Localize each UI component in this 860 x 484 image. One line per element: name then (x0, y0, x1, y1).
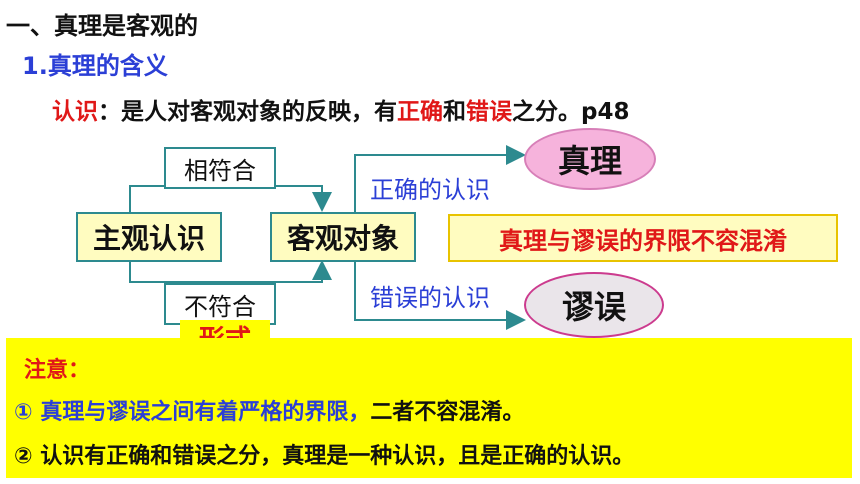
correct-branch (354, 145, 526, 212)
wrong-branch (354, 258, 526, 330)
note-point-2: ② 认识有正确和错误之分，真理是一种认识，且是正确的认识。 (14, 444, 635, 469)
match-label: 相符合 (164, 147, 276, 189)
definition-text-2: 之分。p48 (512, 99, 630, 125)
mismatch-path (129, 258, 332, 283)
section-heading: 一、真理是客观的 (6, 12, 198, 40)
mismatch-label: 不符合 (164, 283, 276, 325)
note-point-1-black: 二者不容混淆。 (370, 400, 525, 425)
correct-cognition-label: 正确的认识 (370, 176, 490, 204)
definition-line: 认识：是人对客观对象的反映，有正确和错误之分。p48 (52, 92, 629, 126)
definition-and: 和 (443, 99, 466, 125)
definition-text-1: ：是人对客观对象的反映，有 (98, 99, 397, 125)
note-point-1: ① 真理与谬误之间有着严格的界限，二者不容混淆。 (14, 394, 524, 426)
note-title: 注意： (24, 358, 91, 383)
wrong-cognition-label: 错误的认识 (370, 284, 490, 312)
note-point-1-blue: 真理与谬误之间有着严格的界限， (40, 400, 371, 425)
definition-correct: 正确 (397, 99, 443, 125)
truth-ellipse: 真理 (524, 128, 656, 190)
note-point-1-marker: ① (14, 400, 33, 425)
note-panel: 注意： ① 真理与谬误之间有着严格的界限，二者不容混淆。 ② 认识有正确和错误之… (6, 338, 852, 478)
match-path (129, 185, 332, 212)
fallacy-ellipse: 谬误 (524, 272, 664, 338)
boundary-callout: 真理与谬误的界限不容混淆 (448, 214, 838, 262)
definition-wrong: 错误 (466, 99, 512, 125)
definition-term: 认识 (52, 99, 98, 125)
objective-object-box: 客观对象 (270, 212, 416, 262)
subjective-cognition-box: 主观认识 (76, 212, 222, 262)
subsection-heading: 1.真理的含义 (22, 52, 168, 80)
